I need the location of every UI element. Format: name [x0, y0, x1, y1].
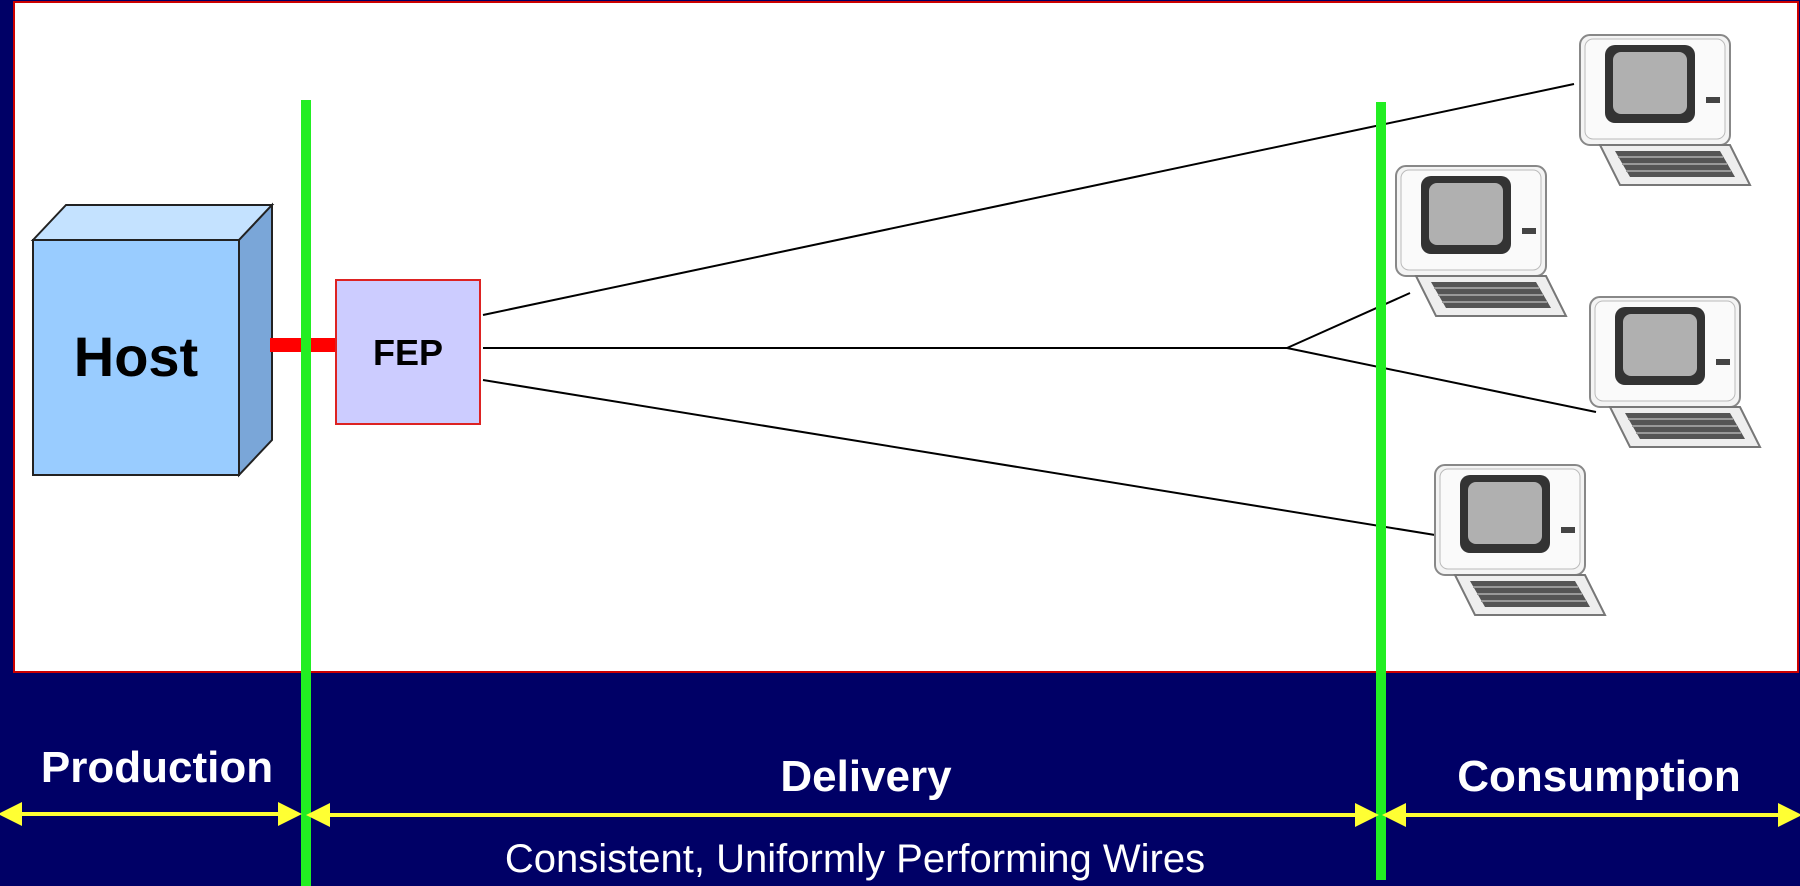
- fep-node: FEP: [335, 279, 481, 425]
- line-to-terminal-3: [1286, 347, 1597, 413]
- connection-lines: [482, 83, 1597, 536]
- production-label: Production: [41, 743, 273, 792]
- consumption-label: Consumption: [1457, 752, 1741, 801]
- delivery-consumption-boundary: [1376, 102, 1386, 880]
- host-label: Host: [74, 325, 198, 388]
- delivery-label: Delivery: [780, 752, 952, 801]
- line-to-terminal-2: [1286, 292, 1411, 349]
- delivery-caption: Consistent, Uniformly Performing Wires: [505, 837, 1205, 881]
- line-to-terminal-1: [482, 83, 1575, 316]
- line-to-terminal-4: [482, 379, 1436, 536]
- fep-label: FEP: [373, 332, 443, 373]
- production-delivery-boundary: [301, 100, 311, 886]
- host-node: Host: [30, 202, 275, 478]
